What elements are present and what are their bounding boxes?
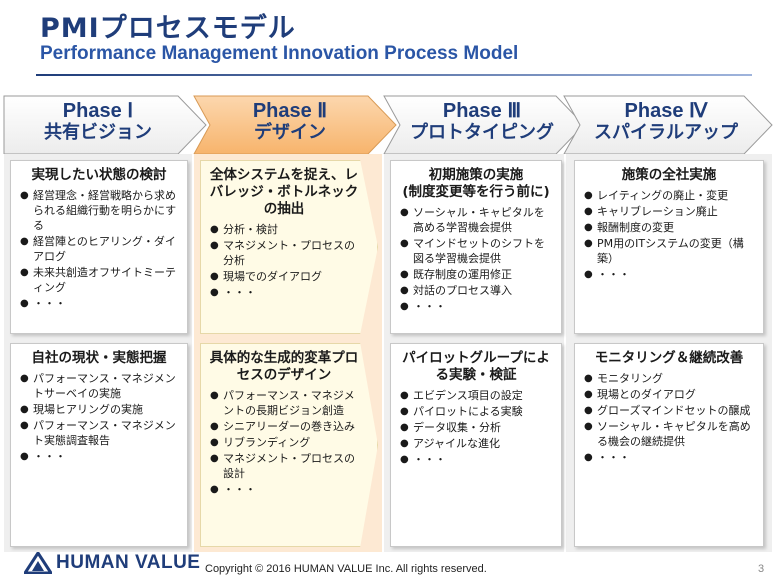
phase-4-en: Phase Ⅳ — [624, 100, 708, 122]
list-item: ・・・ — [400, 452, 553, 467]
list-item: 現場とのダイアログ — [584, 387, 755, 402]
list-item: マネジメント・プロセスの分析 — [210, 238, 359, 268]
list-item: ・・・ — [210, 482, 359, 497]
phase-1-ja: 共有ビジョン — [44, 122, 152, 143]
box-title: 全体システムを捉え、レバレッジ・ボトルネックの抽出 — [209, 167, 359, 217]
phase-1-label: Phase Ⅰ 共有ビジョン — [10, 100, 186, 144]
list-item: リブランディング — [210, 435, 359, 450]
list-item: パフォーマンス・マネジメント実態調査報告 — [20, 418, 179, 448]
list-item: パフォーマンス・マネジメントサーベイの実施 — [20, 371, 179, 401]
page-number: 3 — [758, 563, 765, 575]
list-item: 分析・検討 — [210, 222, 359, 237]
logo-text: HUMAN VALUE — [56, 552, 201, 573]
item-list: モニタリング現場とのダイアロググローズマインドセットの醸成ソーシャル・キャピタル… — [583, 371, 755, 465]
list-item: ・・・ — [584, 450, 755, 465]
list-item: グローズマインドセットの醸成 — [584, 403, 755, 418]
phase-3-en: Phase Ⅲ — [442, 100, 522, 122]
company-logo: HUMAN VALUE — [24, 552, 200, 574]
list-item: ソーシャル・キャピタルを高める機会の継続提供 — [584, 419, 755, 449]
box-title: 施策の全社実施 — [621, 167, 717, 183]
list-item: ・・・ — [20, 296, 179, 311]
page-title: PMIプロセスモデル — [40, 13, 296, 44]
list-item: データ収集・分析 — [400, 420, 553, 435]
phase-4-bottom-box: モニタリング＆継続改善 モニタリング現場とのダイアロググローズマインドセットの醸… — [574, 343, 764, 547]
phase-2-en: Phase Ⅱ — [252, 100, 328, 122]
phase-3-arrow — [383, 95, 585, 154]
list-item: 現場でのダイアログ — [210, 269, 359, 284]
list-item: レイティングの廃止・変更 — [584, 188, 755, 203]
list-item: シニアリーダーの巻き込み — [210, 419, 359, 434]
phase-1-en: Phase Ⅰ — [62, 100, 134, 122]
list-item: マネジメント・プロセスの設計 — [210, 451, 359, 481]
phase-1-top-box: 実現したい状態の検討 経営理念・経営戦略から求められる組織行動を明らかにする経営… — [10, 160, 188, 334]
item-list: パフォーマンス・マネジメントの長期ビジョン創造シニアリーダーの巻き込みリブランデ… — [209, 388, 359, 497]
item-list: 経営理念・経営戦略から求められる組織行動を明らかにする経営陣とのヒアリング・ダイ… — [19, 188, 179, 311]
copyright-text: Copyright © 2016 HUMAN VALUE Inc. All ri… — [205, 563, 487, 575]
phase-4-label: Phase Ⅳ スパイラルアップ — [576, 100, 756, 144]
phase-2-arrow — [193, 95, 397, 154]
list-item: 報酬制度の変更 — [584, 220, 755, 235]
item-list: 分析・検討マネジメント・プロセスの分析現場でのダイアログ・・・ — [209, 222, 359, 300]
phase-2-top-box: 全体システムを捉え、レバレッジ・ボトルネックの抽出 分析・検討マネジメント・プロ… — [200, 160, 378, 334]
phase-3-ja: プロトタイピング — [410, 122, 554, 143]
item-list: パフォーマンス・マネジメントサーベイの実施現場ヒアリングの実施パフォーマンス・マ… — [19, 371, 179, 464]
list-item: 未来共創造オフサイトミーティング — [20, 265, 179, 295]
page-subtitle: Performance Management Innovation Proces… — [40, 43, 519, 64]
list-item: 経営理念・経営戦略から求められる組織行動を明らかにする — [20, 188, 179, 233]
phase-4-top-box: 施策の全社実施 レイティングの廃止・変更キャリブレーション廃止報酬制度の変更PM… — [574, 160, 764, 334]
list-item: 既存制度の運用修正 — [400, 267, 553, 282]
list-item: パフォーマンス・マネジメントの長期ビジョン創造 — [210, 388, 359, 418]
box-title: 初期施策の実施 (制度変更等を行う前に) — [402, 167, 550, 200]
box-title: 実現したい状態の検討 — [31, 167, 167, 183]
list-item: アジャイルな進化 — [400, 436, 553, 451]
list-item: マインドセットのシフトを図る学習機会提供 — [400, 236, 553, 266]
box-title: パイロットグループによる実験・検証 — [402, 350, 550, 383]
phase-3-bottom-box: パイロットグループによる実験・検証 エビデンス項目の設定パイロットによる実験デー… — [390, 343, 562, 547]
phase-4-ja: スパイラルアップ — [594, 122, 738, 143]
phase-3-label: Phase Ⅲ プロトタイピング — [394, 100, 570, 144]
item-list: エビデンス項目の設定パイロットによる実験データ収集・分析アジャイルな進化・・・ — [399, 388, 553, 467]
list-item: ・・・ — [20, 449, 179, 464]
phase-1-arrow — [3, 95, 207, 154]
item-list: レイティングの廃止・変更キャリブレーション廃止報酬制度の変更PM用のITシステム… — [583, 188, 755, 282]
phase-2-label: Phase Ⅱ デザイン — [202, 100, 378, 144]
phase-4-arrow — [563, 95, 773, 154]
phase-2-ja: デザイン — [254, 122, 326, 143]
box-title: 具体的な生成的変革プロセスのデザイン — [209, 350, 359, 383]
list-item: キャリブレーション廃止 — [584, 204, 755, 219]
list-item: 現場ヒアリングの実施 — [20, 402, 179, 417]
list-item: ・・・ — [400, 299, 553, 314]
phase-2-bottom-box: 具体的な生成的変革プロセスのデザイン パフォーマンス・マネジメントの長期ビジョン… — [200, 343, 378, 547]
phase-1-bottom-box: 自社の現状・実態把握 パフォーマンス・マネジメントサーベイの実施現場ヒアリングの… — [10, 343, 188, 547]
list-item: 経営陣とのヒアリング・ダイアログ — [20, 234, 179, 264]
list-item: ・・・ — [584, 267, 755, 282]
phase-arrow-bar — [0, 84, 776, 154]
box-title: モニタリング＆継続改善 — [594, 350, 744, 366]
list-item: エビデンス項目の設定 — [400, 388, 553, 403]
list-item: ソーシャル・キャピタルを高める学習機会提供 — [400, 205, 553, 235]
list-item: 対話のプロセス導入 — [400, 283, 553, 298]
item-list: ソーシャル・キャピタルを高める学習機会提供マインドセットのシフトを図る学習機会提… — [399, 205, 553, 314]
list-item: モニタリング — [584, 371, 755, 386]
list-item: ・・・ — [210, 285, 359, 300]
box-title: 自社の現状・実態把握 — [31, 350, 167, 366]
title-divider — [36, 74, 752, 76]
triangle-logo-icon — [24, 552, 52, 574]
list-item: PM用のITシステムの変更（構築） — [584, 236, 755, 266]
phase-3-top-box: 初期施策の実施 (制度変更等を行う前に) ソーシャル・キャピタルを高める学習機会… — [390, 160, 562, 334]
list-item: パイロットによる実験 — [400, 404, 553, 419]
